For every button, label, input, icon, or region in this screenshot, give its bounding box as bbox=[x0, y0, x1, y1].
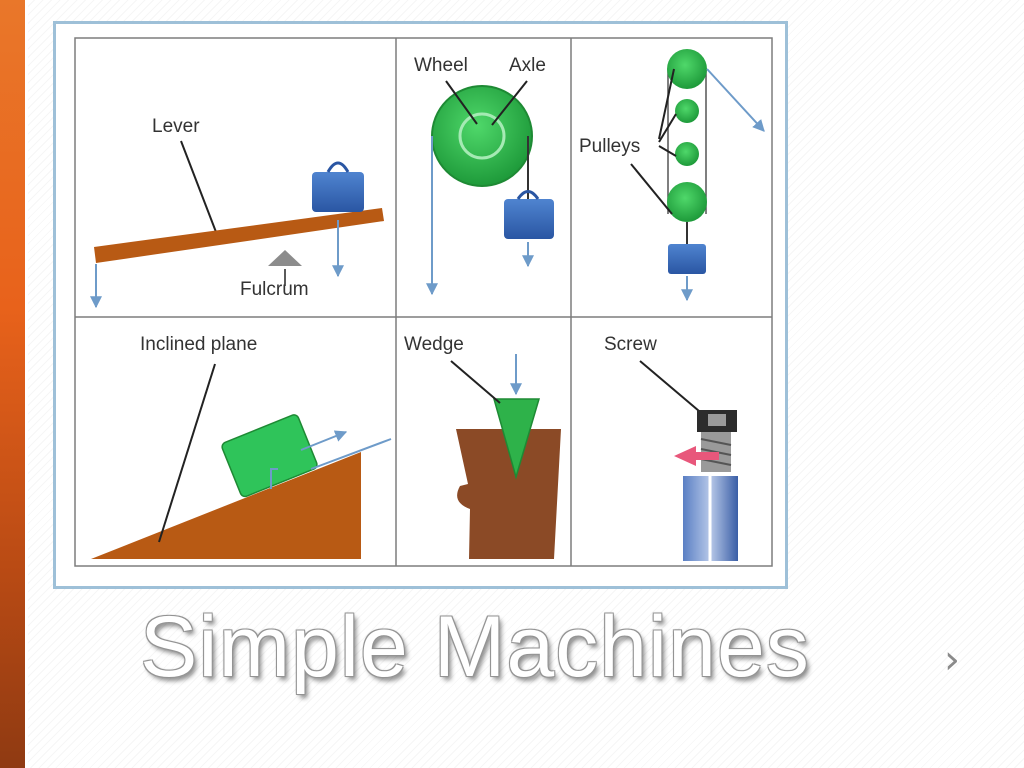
screw-label: Screw bbox=[604, 334, 657, 355]
lever-panel: Lever Fulcrum bbox=[90, 116, 384, 309]
lever-beam bbox=[94, 208, 384, 263]
inclined-plane-label: Inclined plane bbox=[140, 334, 257, 355]
wheel-circle bbox=[431, 85, 533, 187]
axle-label: Axle bbox=[509, 55, 546, 76]
wedge-log bbox=[456, 429, 561, 559]
pulleys-label: Pulleys bbox=[579, 136, 640, 157]
wheel-label: Wheel bbox=[414, 55, 468, 76]
pulley-weight bbox=[668, 244, 706, 274]
fulcrum-triangle bbox=[268, 250, 302, 266]
pulley-3 bbox=[675, 142, 699, 166]
wheel-and-axle-panel: Wheel Axle bbox=[414, 55, 554, 296]
pulley-4 bbox=[667, 182, 707, 222]
inclined-plane-panel: Inclined plane bbox=[91, 334, 392, 559]
chevron-right-icon[interactable]: › bbox=[944, 637, 960, 683]
pulley-effort-arrow bbox=[706, 68, 765, 132]
slide-title: Simple Machines bbox=[140, 599, 810, 695]
wedge-panel: Wedge bbox=[404, 334, 561, 559]
wedge-label: Wedge bbox=[404, 334, 464, 355]
lever-pointer bbox=[180, 140, 217, 233]
lever-weight bbox=[312, 172, 364, 212]
fulcrum-label: Fulcrum bbox=[240, 279, 309, 300]
incline-effort-arrow bbox=[300, 430, 348, 451]
lever-label: Lever bbox=[152, 116, 200, 137]
pulleys-panel: Pulleys bbox=[579, 49, 765, 302]
wedge-shape bbox=[493, 398, 541, 480]
accent-side-bar bbox=[0, 0, 25, 768]
figure-svg: Lever Fulcrum Wheel Axle bbox=[74, 37, 773, 567]
axle-circle bbox=[458, 112, 506, 160]
simple-machines-figure: Lever Fulcrum Wheel Axle bbox=[53, 21, 788, 589]
wheel-weight bbox=[504, 199, 554, 239]
incline-block bbox=[221, 414, 318, 498]
pulley-1 bbox=[667, 49, 707, 89]
screw-turn-arrow bbox=[674, 446, 719, 466]
side-bar-divider bbox=[25, 0, 28, 768]
incline-ramp bbox=[91, 452, 361, 559]
figure-grid bbox=[74, 37, 773, 567]
pulley-2 bbox=[675, 99, 699, 123]
screw-panel: Screw bbox=[604, 334, 738, 561]
